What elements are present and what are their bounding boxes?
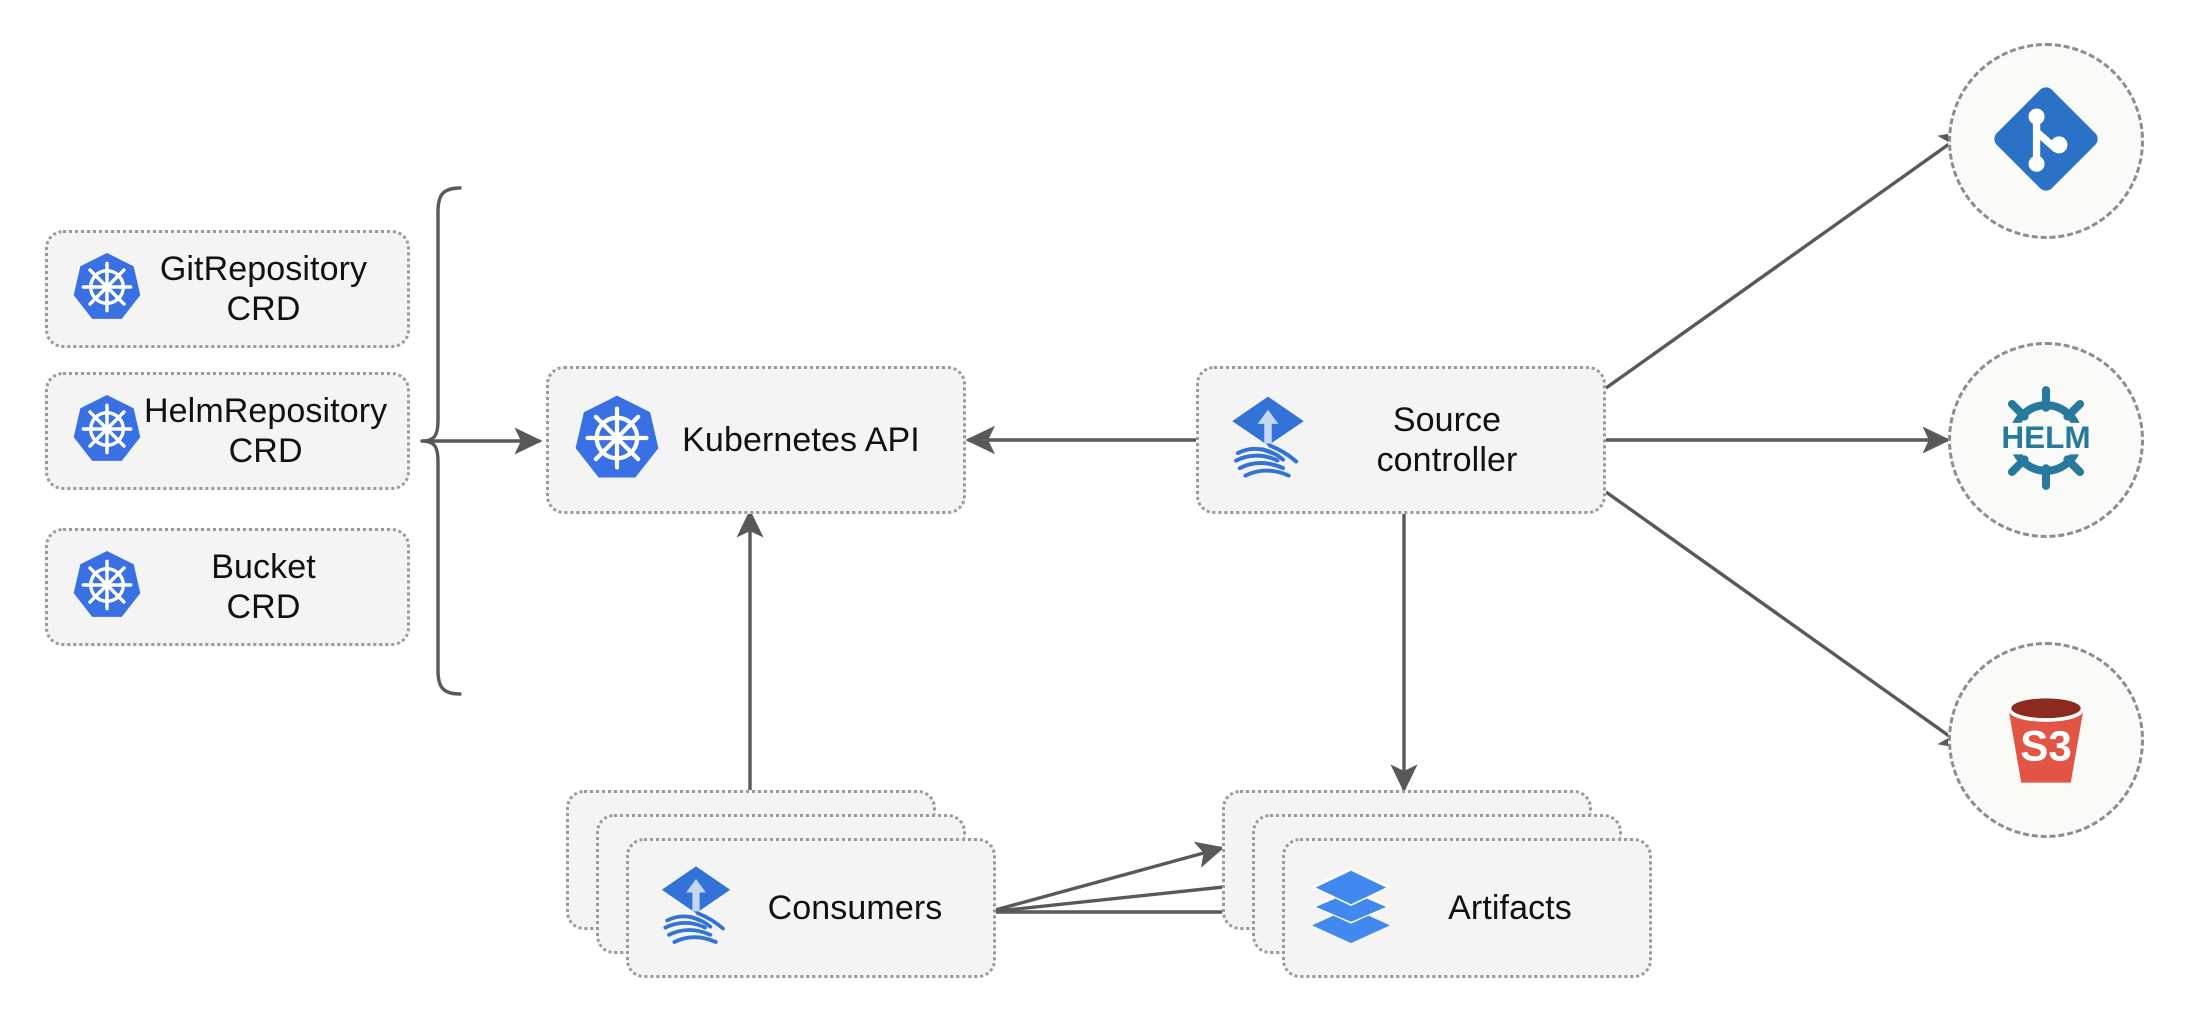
edge-source-controller-to-git: [1605, 130, 1969, 390]
edge-consumers-to-artifacts-back: [987, 841, 1225, 914]
node-consumers-label: Consumers: [767, 888, 943, 927]
node-source-controller[interactable]: Source controller: [1196, 366, 1606, 514]
node-artifacts-inner: Artifacts: [1285, 841, 1649, 975]
kubernetes-icon: [70, 392, 144, 471]
node-kubernetes-api[interactable]: Kubernetes API: [546, 366, 966, 514]
node-helmrepository-crd-inner: HelmRepository CRD: [48, 375, 407, 487]
node-kubernetes-api-label: Kubernetes API: [682, 420, 920, 459]
node-s3-source[interactable]: S3: [1948, 642, 2144, 838]
kubernetes-icon: [70, 250, 144, 329]
node-bucket-crd[interactable]: Bucket CRD: [45, 528, 410, 646]
node-helmrepository-crd-label: HelmRepository CRD: [144, 391, 388, 470]
kubernetes-icon: [70, 548, 144, 627]
helm-icon: HELM: [1983, 375, 2109, 506]
edge-source-controller-to-s3: [1605, 490, 1969, 750]
node-git-source[interactable]: [1948, 43, 2144, 239]
s3-icon: S3: [1984, 676, 2108, 805]
node-artifacts[interactable]: Artifacts: [1282, 838, 1652, 978]
node-gitrepository-crd-label: GitRepository CRD: [159, 249, 368, 328]
helm-wordmark: HELM: [2001, 419, 2090, 455]
node-bucket-crd-inner: Bucket CRD: [48, 531, 407, 643]
edge-consumers-to-artifacts-mid: [987, 873, 1255, 914]
node-bucket-crd-label: Bucket CRD: [211, 547, 316, 626]
node-source-controller-label: Source controller: [1376, 400, 1518, 479]
flux-icon: [1221, 391, 1315, 490]
node-gitrepository-crd-inner: GitRepository CRD: [48, 233, 407, 345]
node-consumers[interactable]: Consumers: [626, 838, 996, 978]
node-artifacts-label: Artifacts: [1448, 888, 1572, 927]
crd-group-brace: [420, 186, 462, 696]
node-source-controller-inner: Source controller: [1199, 369, 1603, 511]
node-kubernetes-api-inner: Kubernetes API: [549, 369, 963, 511]
flux-icon: [651, 861, 741, 956]
node-helm-source[interactable]: HELM: [1948, 342, 2144, 538]
git-icon: [1987, 80, 2105, 203]
kubernetes-icon: [571, 392, 663, 489]
node-consumers-inner: Consumers: [629, 841, 993, 975]
node-gitrepository-crd[interactable]: GitRepository CRD: [45, 230, 410, 348]
layers-icon: [1307, 862, 1395, 955]
s3-wordmark: S3: [2020, 722, 2072, 769]
node-helmrepository-crd[interactable]: HelmRepository CRD: [45, 372, 410, 490]
